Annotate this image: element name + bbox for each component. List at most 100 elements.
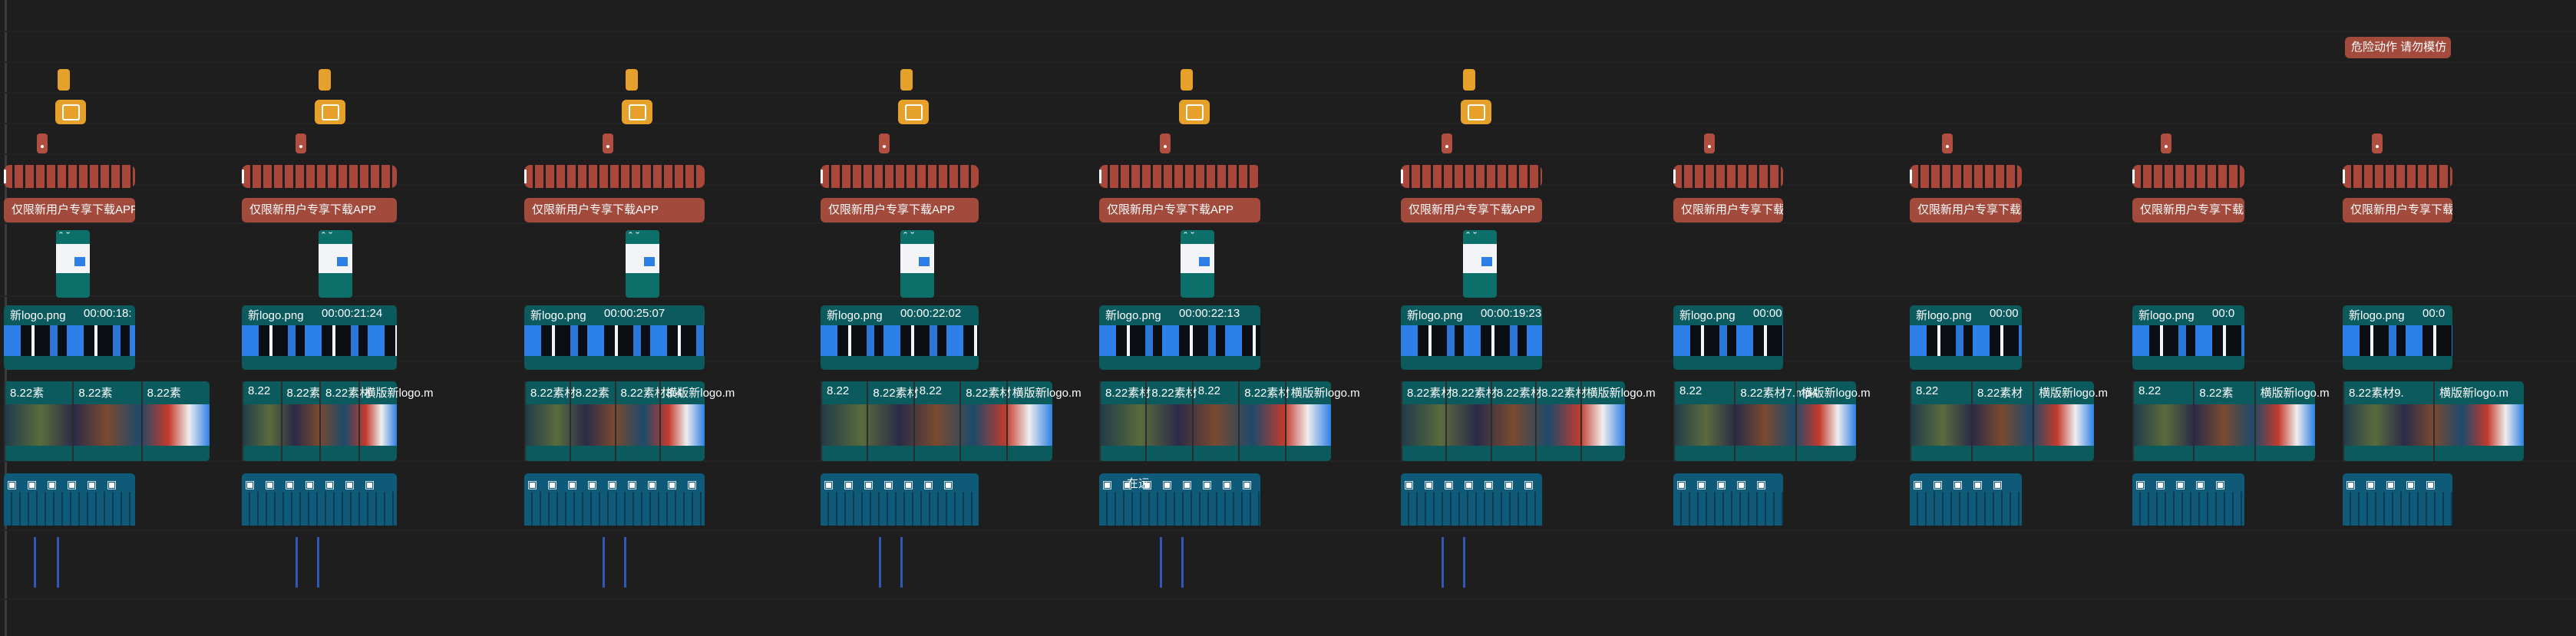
- video-segment[interactable]: 8.22素: [280, 381, 321, 461]
- audio-waveform-clip[interactable]: [242, 165, 397, 188]
- video-segment[interactable]: 8.22: [821, 381, 867, 461]
- video-segment[interactable]: 8.22素: [569, 381, 615, 461]
- text-clip[interactable]: 仅限新用户专享下载APP: [242, 198, 397, 222]
- text-clip[interactable]: 仅限新用户专享下载APP: [1099, 198, 1260, 222]
- video-segment[interactable]: 8.22: [1191, 381, 1238, 461]
- sticker-clip[interactable]: ˆ ˇ: [626, 230, 659, 298]
- video-segment[interactable]: 横版新logo.m: [1580, 381, 1656, 461]
- effect-clip[interactable]: ▣▣▣▣▣: [2132, 473, 2244, 526]
- text-clip[interactable]: 仅限新用户专享下载: [2132, 198, 2244, 222]
- audio-waveform-clip[interactable]: [821, 165, 979, 188]
- keyframe-icon[interactable]: [1181, 69, 1193, 91]
- keyframe-icon[interactable]: [900, 69, 913, 91]
- video-segment[interactable]: 8.22素材: [1145, 381, 1197, 461]
- audio-waveform-clip[interactable]: [2343, 165, 2452, 188]
- video-segment[interactable]: 横版新logo.m: [1284, 381, 1360, 461]
- effect-clip[interactable]: ▣▣▣▣▣: [1910, 473, 2022, 526]
- video-segment[interactable]: 8.22素: [2193, 381, 2254, 461]
- marker-icon[interactable]: [879, 133, 890, 153]
- marker-icon[interactable]: [296, 133, 306, 153]
- sticker-clip[interactable]: ˆ ˇ: [1463, 230, 1497, 298]
- video-segment[interactable]: 8.22素材: [867, 381, 919, 461]
- audio-waveform-clip[interactable]: [2132, 165, 2244, 188]
- marker-icon[interactable]: [2372, 133, 2383, 153]
- text-clip[interactable]: 仅限新用户专享下载APP: [4, 198, 135, 222]
- video-segment[interactable]: 8.22素材: [319, 381, 371, 461]
- video-segment[interactable]: 横版新logo.m: [659, 381, 735, 461]
- audio-waveform-clip[interactable]: [1910, 165, 2022, 188]
- keyframe-icon[interactable]: [1463, 69, 1475, 91]
- video-segment[interactable]: 横版新logo.m: [1006, 381, 1082, 461]
- video-segment[interactable]: 8.22素材7.mp4: [1734, 381, 1818, 461]
- audio-waveform-clip[interactable]: [524, 165, 705, 188]
- video-segment[interactable]: 8.22素: [72, 381, 140, 461]
- keyframe-icon[interactable]: [319, 69, 331, 91]
- keyframe-icon[interactable]: [58, 69, 70, 91]
- video-segment[interactable]: 8.22: [1673, 381, 1734, 461]
- effect-clip[interactable]: ▣▣▣▣▣▣▣▣▣: [524, 473, 705, 526]
- marker-icon[interactable]: [1160, 133, 1171, 153]
- text-clip[interactable]: 仅限新用户专享下载APP: [524, 198, 705, 222]
- video-segment[interactable]: 8.22素材: [1099, 381, 1151, 461]
- image-keyframe-icon[interactable]: [1179, 100, 1210, 124]
- effect-clip[interactable]: ▣▣▣▣▣: [2343, 473, 2452, 526]
- effect-clip[interactable]: ▣▣▣▣▣: [1673, 473, 1783, 526]
- audio-waveform-clip[interactable]: [4, 165, 135, 188]
- text-clip[interactable]: 仅限新用户专享下载: [2343, 198, 2452, 222]
- video-segment[interactable]: 8.22: [242, 381, 281, 461]
- sticker-clip[interactable]: ˆ ˇ: [1181, 230, 1214, 298]
- effect-clip[interactable]: ▣▣▣▣▣▣▣: [1401, 473, 1542, 526]
- video-segment[interactable]: 8.22素材: [1971, 381, 2033, 461]
- audio-waveform-clip[interactable]: [1099, 165, 1260, 188]
- text-clip[interactable]: 仅限新用户专享下载: [1910, 198, 2022, 222]
- sticker-clip[interactable]: ˆ ˇ: [900, 230, 934, 298]
- video-clip[interactable]: 8.22素材9.横版新logo.m: [2343, 381, 2524, 461]
- effect-clip[interactable]: ▣▣▣▣▣▣▣: [821, 473, 979, 526]
- video-segment[interactable]: 8.22素材: [1445, 381, 1498, 461]
- video-segment[interactable]: 8.22素材: [959, 381, 1011, 461]
- video-segment[interactable]: 8.22素材9.: [2343, 381, 2433, 461]
- warning-text-clip[interactable]: 危险动作 请勿模仿: [2345, 37, 2451, 58]
- video-segment[interactable]: 8.22素材: [1490, 381, 1542, 461]
- effect-clip[interactable]: ▣▣▣▣▣▣▣▣在远: [1099, 473, 1260, 526]
- image-keyframe-icon[interactable]: [898, 100, 929, 124]
- audio-waveform-clip[interactable]: [1673, 165, 1783, 188]
- marker-icon[interactable]: [603, 133, 613, 153]
- image-keyframe-icon[interactable]: [1461, 100, 1491, 124]
- video-segment[interactable]: 8.22素材3.4: [614, 381, 682, 461]
- video-segment[interactable]: 8.22: [913, 381, 959, 461]
- video-segment[interactable]: 8.22素材: [1535, 381, 1587, 461]
- marker-icon[interactable]: [1704, 133, 1715, 153]
- video-segment[interactable]: 8.22素: [4, 381, 72, 461]
- video-segment[interactable]: 横版新logo.m: [1795, 381, 1871, 461]
- sticker-clip[interactable]: ˆ ˇ: [319, 230, 352, 298]
- marker-icon[interactable]: [37, 133, 48, 153]
- image-keyframe-icon[interactable]: [315, 100, 345, 124]
- video-segment[interactable]: 横版新logo.m: [358, 381, 434, 461]
- video-segment[interactable]: 横版新logo.m: [2433, 381, 2524, 461]
- keyframe-icon[interactable]: [626, 69, 638, 91]
- video-segment[interactable]: 8.22素材: [1401, 381, 1452, 461]
- effect-clip[interactable]: ▣▣▣▣▣▣▣: [242, 473, 397, 526]
- video-segment[interactable]: 8.22素: [140, 381, 210, 461]
- text-clip[interactable]: 仅限新用户专享下载APP: [1401, 198, 1542, 222]
- image-keyframe-icon[interactable]: [55, 100, 86, 124]
- marker-icon[interactable]: [1942, 133, 1953, 153]
